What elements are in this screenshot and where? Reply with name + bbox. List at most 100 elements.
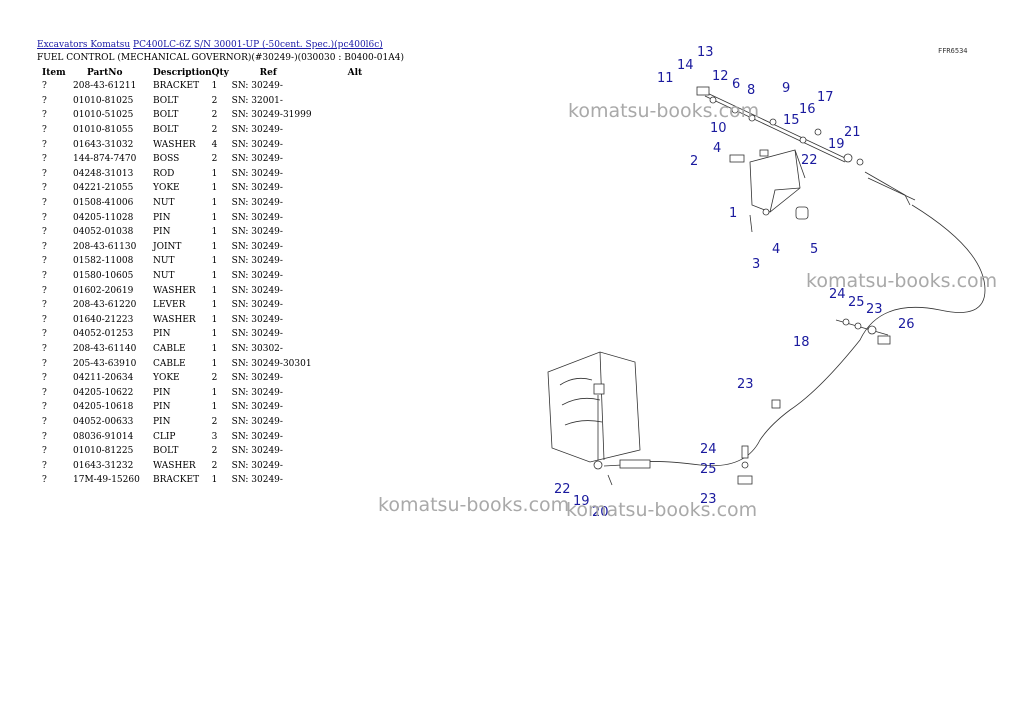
- cell-ref: SN: 30249-: [231, 198, 283, 209]
- cell-partno: 208-43-61140: [73, 343, 137, 354]
- cell-partno: 01010-81025: [73, 95, 134, 106]
- callout-3[interactable]: 3: [752, 257, 760, 272]
- breadcrumb-link-excavators[interactable]: Excavators Komatsu: [37, 40, 131, 50]
- callout-6[interactable]: 6: [732, 77, 740, 92]
- cell-qty: 1: [211, 314, 218, 325]
- callout-10[interactable]: 10: [710, 121, 727, 136]
- cell-description: JOINT: [153, 241, 182, 252]
- callout-8[interactable]: 8: [747, 83, 755, 98]
- cell-description: PIN: [153, 212, 171, 223]
- cell-qty: 2: [211, 110, 218, 121]
- cell-ref: SN: 30249-31999: [231, 110, 312, 121]
- callout-14[interactable]: 14: [677, 58, 694, 73]
- cell-description: LEVER: [153, 300, 186, 311]
- cell-qty: 2: [211, 460, 218, 471]
- callout-23b[interactable]: 23: [737, 377, 754, 392]
- cell-qty: 2: [211, 373, 218, 384]
- cell-partno: 01010-81225: [73, 446, 134, 457]
- cell-item: ?: [42, 110, 47, 121]
- callout-13[interactable]: 13: [697, 45, 714, 60]
- callout-25a[interactable]: 25: [848, 295, 865, 310]
- cell-item: ?: [42, 227, 47, 238]
- cell-ref: SN: 30249-: [231, 125, 283, 136]
- cell-description: BOLT: [153, 125, 179, 136]
- cell-ref: SN: 30249-: [231, 256, 283, 267]
- cell-qty: 4: [211, 139, 218, 150]
- cell-ref: SN: 30249-: [231, 168, 283, 179]
- cell-qty: 2: [211, 154, 218, 165]
- callout-21[interactable]: 21: [844, 125, 861, 140]
- cell-qty: 1: [211, 358, 218, 369]
- cell-partno: 04211-20634: [73, 373, 134, 384]
- cell-description: PIN: [153, 416, 171, 427]
- cell-qty: 1: [211, 183, 218, 194]
- breadcrumb-link-model[interactable]: PC400LC-6Z S/N 30001-UP (-50cent. Spec.)…: [133, 40, 383, 50]
- callout-4b[interactable]: 4: [772, 242, 780, 257]
- header-qty: Qty: [211, 67, 229, 78]
- header-description: Description: [153, 67, 212, 78]
- cell-qty: 2: [211, 416, 218, 427]
- cell-qty: 1: [211, 271, 218, 282]
- callout-22b[interactable]: 22: [554, 482, 571, 497]
- watermark-2: komatsu-books.com: [806, 270, 997, 292]
- table-header-row: Item PartNo Description Qty Ref Alt: [37, 66, 388, 79]
- callout-9[interactable]: 9: [782, 81, 790, 96]
- cell-qty: 2: [211, 446, 218, 457]
- callout-2[interactable]: 2: [690, 154, 698, 169]
- cell-qty: 1: [211, 81, 218, 92]
- cell-item: ?: [42, 343, 47, 354]
- header-item: Item: [42, 67, 66, 78]
- cell-item: ?: [42, 154, 47, 165]
- callout-20[interactable]: 20: [592, 505, 609, 520]
- cell-partno: 17M-49-15260: [73, 475, 140, 486]
- cell-description: NUT: [153, 198, 175, 209]
- callout-23c[interactable]: 23: [700, 492, 717, 507]
- callout-15[interactable]: 15: [783, 113, 800, 128]
- cell-description: PIN: [153, 402, 171, 413]
- cell-item: ?: [42, 256, 47, 267]
- cell-qty: 1: [211, 198, 218, 209]
- callout-1[interactable]: 1: [729, 206, 737, 221]
- cell-item: ?: [42, 198, 47, 209]
- cell-partno: 04248-31013: [73, 168, 134, 179]
- cell-description: BRACKET: [153, 81, 200, 92]
- cell-partno: 01582-11008: [73, 256, 134, 267]
- callout-19b[interactable]: 19: [573, 494, 590, 509]
- callout-24b[interactable]: 24: [700, 442, 717, 457]
- callout-25b[interactable]: 25: [700, 462, 717, 477]
- watermark-3: komatsu-books.com: [378, 494, 569, 516]
- callout-12[interactable]: 12: [712, 69, 729, 84]
- cell-item: ?: [42, 183, 47, 194]
- callout-17[interactable]: 17: [817, 90, 834, 105]
- callout-16[interactable]: 16: [799, 102, 816, 117]
- cell-partno: 01580-10605: [73, 271, 134, 282]
- callout-18[interactable]: 18: [793, 335, 810, 350]
- cell-ref: SN: 30249-: [231, 271, 283, 282]
- callout-26[interactable]: 26: [898, 317, 915, 332]
- callout-4a[interactable]: 4: [713, 141, 721, 156]
- callout-22a[interactable]: 22: [801, 153, 818, 168]
- cell-qty: 1: [211, 212, 218, 223]
- callout-5[interactable]: 5: [810, 242, 818, 257]
- cell-item: ?: [42, 475, 47, 486]
- cell-description: YOKE: [153, 373, 180, 384]
- callout-24a[interactable]: 24: [829, 287, 846, 302]
- callout-11[interactable]: 11: [657, 71, 674, 86]
- cell-description: WASHER: [153, 285, 196, 296]
- cell-qty: 1: [211, 256, 218, 267]
- cell-qty: 2: [211, 125, 218, 136]
- callout-19a[interactable]: 19: [828, 137, 845, 152]
- callout-23a[interactable]: 23: [866, 302, 883, 317]
- header-ref: Ref: [259, 67, 277, 78]
